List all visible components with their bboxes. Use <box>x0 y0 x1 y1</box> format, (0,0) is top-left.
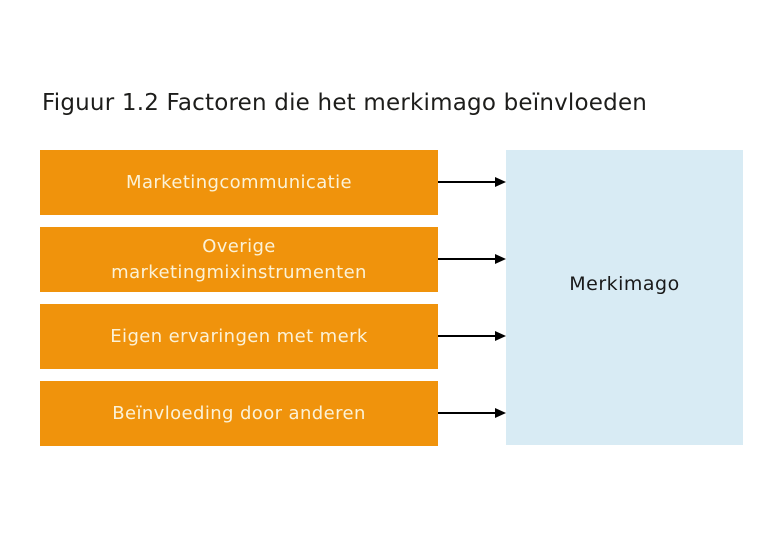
arrow-right-icon <box>438 330 506 342</box>
merkimago-result-box: Merkimago <box>506 150 743 445</box>
factor-box-overige-marketingmixinstrumenten: Overige marketingmixinstrumenten <box>40 227 438 292</box>
arrowhead-icon <box>495 408 506 418</box>
factor-box-eigen-ervaringen: Eigen ervaringen met merk <box>40 304 438 369</box>
arrow-shaft <box>438 335 495 337</box>
arrowhead-icon <box>495 331 506 341</box>
arrow-right-icon <box>438 407 506 419</box>
factor-label: Beïnvloeding door anderen <box>112 402 366 424</box>
arrowhead-icon <box>495 254 506 264</box>
arrow-right-icon <box>438 253 506 265</box>
result-label: Merkimago <box>569 272 680 295</box>
figure-title: Figuur 1.2 Factoren die het merkimago be… <box>42 90 648 116</box>
arrow-shaft <box>438 412 495 414</box>
arrow-shaft <box>438 258 495 260</box>
factor-box-marketingcommunicatie: Marketingcommunicatie <box>40 150 438 215</box>
arrowhead-icon <box>495 177 506 187</box>
arrow-right-icon <box>438 176 506 188</box>
factor-label: Overige marketingmixinstrumenten <box>111 235 367 283</box>
factor-label: Marketingcommunicatie <box>126 171 352 193</box>
factor-label: Eigen ervaringen met merk <box>110 325 368 347</box>
arrow-shaft <box>438 181 495 183</box>
factor-box-beinvloeding-door-anderen: Beïnvloeding door anderen <box>40 381 438 446</box>
